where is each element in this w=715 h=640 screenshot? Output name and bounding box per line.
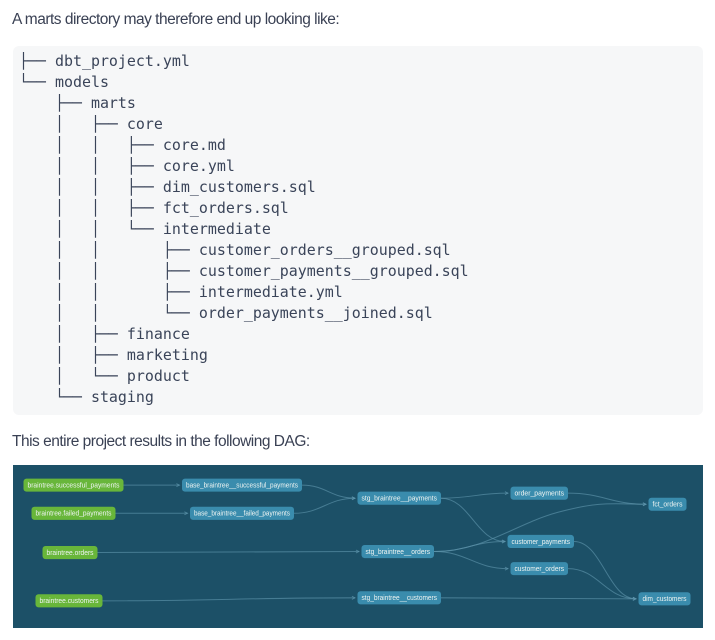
dag-node-box (190, 506, 294, 520)
dag-node-stg_braintree__orders[interactable]: stg_braintree__orders (361, 544, 435, 558)
dag-node-base_braintree__successful_payments[interactable]: base_braintree__successful_payments (182, 478, 302, 492)
dag-node-box (35, 593, 103, 607)
dag-edge-customer_orders-to-dim_customers (567, 567, 637, 601)
dag-edge-order_payments-to-fct_orders (567, 492, 647, 506)
intro-paragraph: A marts directory may therefore end up l… (12, 10, 340, 28)
dag-edge-stg_braintree__customers-to-dim_customers (440, 596, 637, 601)
dag-node-box (648, 497, 687, 511)
dag-node-box (357, 590, 441, 604)
dag-node-label: braintree.customers (40, 598, 99, 605)
dag-edge-base_braintree__successful_payments-to-stg_braintree__payments (301, 484, 356, 500)
dag-node-label: order_payments (515, 490, 565, 497)
dag-node-box (31, 506, 116, 520)
dag-node-box (357, 491, 441, 505)
dag-node-fct_orders[interactable]: fct_orders (648, 497, 687, 511)
dag-node-braintree.orders[interactable]: braintree.orders (42, 545, 98, 559)
dag-node-stg_braintree__customers[interactable]: stg_braintree__customers (357, 590, 442, 604)
dag-node-label: braintree.successful_payments (28, 482, 120, 489)
dag-node-box (23, 478, 124, 492)
dag-edge-base_braintree__failed_payments-to-stg_braintree__payments (293, 495, 356, 514)
dag-node-label: dim_customers (643, 596, 687, 603)
dag-node-box (42, 545, 98, 559)
dag-node-box (638, 591, 691, 605)
dag-node-box (510, 486, 568, 500)
dag-figure: braintree.successful_payments braintree.f… (13, 464, 703, 628)
dag-node-braintree.customers[interactable]: braintree.customers (35, 593, 103, 607)
dag-node-dim_customers[interactable]: dim_customers (638, 591, 691, 605)
dag-node-label: base_braintree__failed_payments (194, 510, 290, 517)
dag-node-label: customer_orders (515, 566, 565, 573)
directory-tree-code: ├── dbt_project.yml └── models ├── marts… (19, 52, 469, 406)
directory-tree-code-block: ├── dbt_project.yml └── models ├── marts… (13, 45, 703, 415)
dag-node-box (510, 561, 568, 575)
dag-node-box (361, 544, 434, 558)
dag-node-customer_payments[interactable]: customer_payments (507, 534, 575, 548)
dag-image: braintree.successful_payments braintree.f… (13, 464, 703, 628)
dag-node-label: fct_orders (653, 501, 683, 508)
dag-node-box (182, 478, 302, 492)
dag-node-label: braintree.failed_payments (36, 510, 112, 517)
dag-edge-customer_payments-to-dim_customers (573, 540, 637, 601)
dag-node-label: stg_braintree__orders (365, 548, 430, 555)
dag-node-label: base_braintree__successful_payments (186, 482, 298, 489)
dag-node-label: customer_payments (512, 538, 571, 545)
dag-node-customer_orders[interactable]: customer_orders (510, 561, 569, 575)
dag-node-braintree.successful_payments[interactable]: braintree.successful_payments (23, 478, 124, 492)
dag-edge-stg_braintree__payments-to-customer_payments (440, 497, 506, 543)
dag-node-label: stg_braintree__customers (362, 595, 438, 602)
dag-node-base_braintree__failed_payments[interactable]: base_braintree__failed_payments (190, 506, 294, 520)
dag-intro-paragraph: This entire project results in the follo… (12, 432, 310, 450)
dag-node-label: braintree.orders (47, 549, 94, 556)
dag-node-order_payments[interactable]: order_payments (510, 486, 569, 500)
dag-edge-stg_braintree__orders-to-customer_orders (433, 550, 509, 571)
dag-edge-stg_braintree__orders-to-fct_orders (433, 501, 647, 552)
dag-node-box (507, 534, 574, 548)
dag-node-stg_braintree__payments[interactable]: stg_braintree__payments (357, 491, 442, 505)
dag-edge-braintree.orders-to-stg_braintree__orders (97, 549, 360, 553)
dag-edge-stg_braintree__payments-to-order_payments (440, 490, 509, 499)
dag-node-braintree.failed_payments[interactable]: braintree.failed_payments (31, 506, 116, 520)
dag-node-label: stg_braintree__payments (362, 495, 438, 502)
dag-edge-braintree.customers-to-stg_braintree__customers (102, 595, 356, 601)
